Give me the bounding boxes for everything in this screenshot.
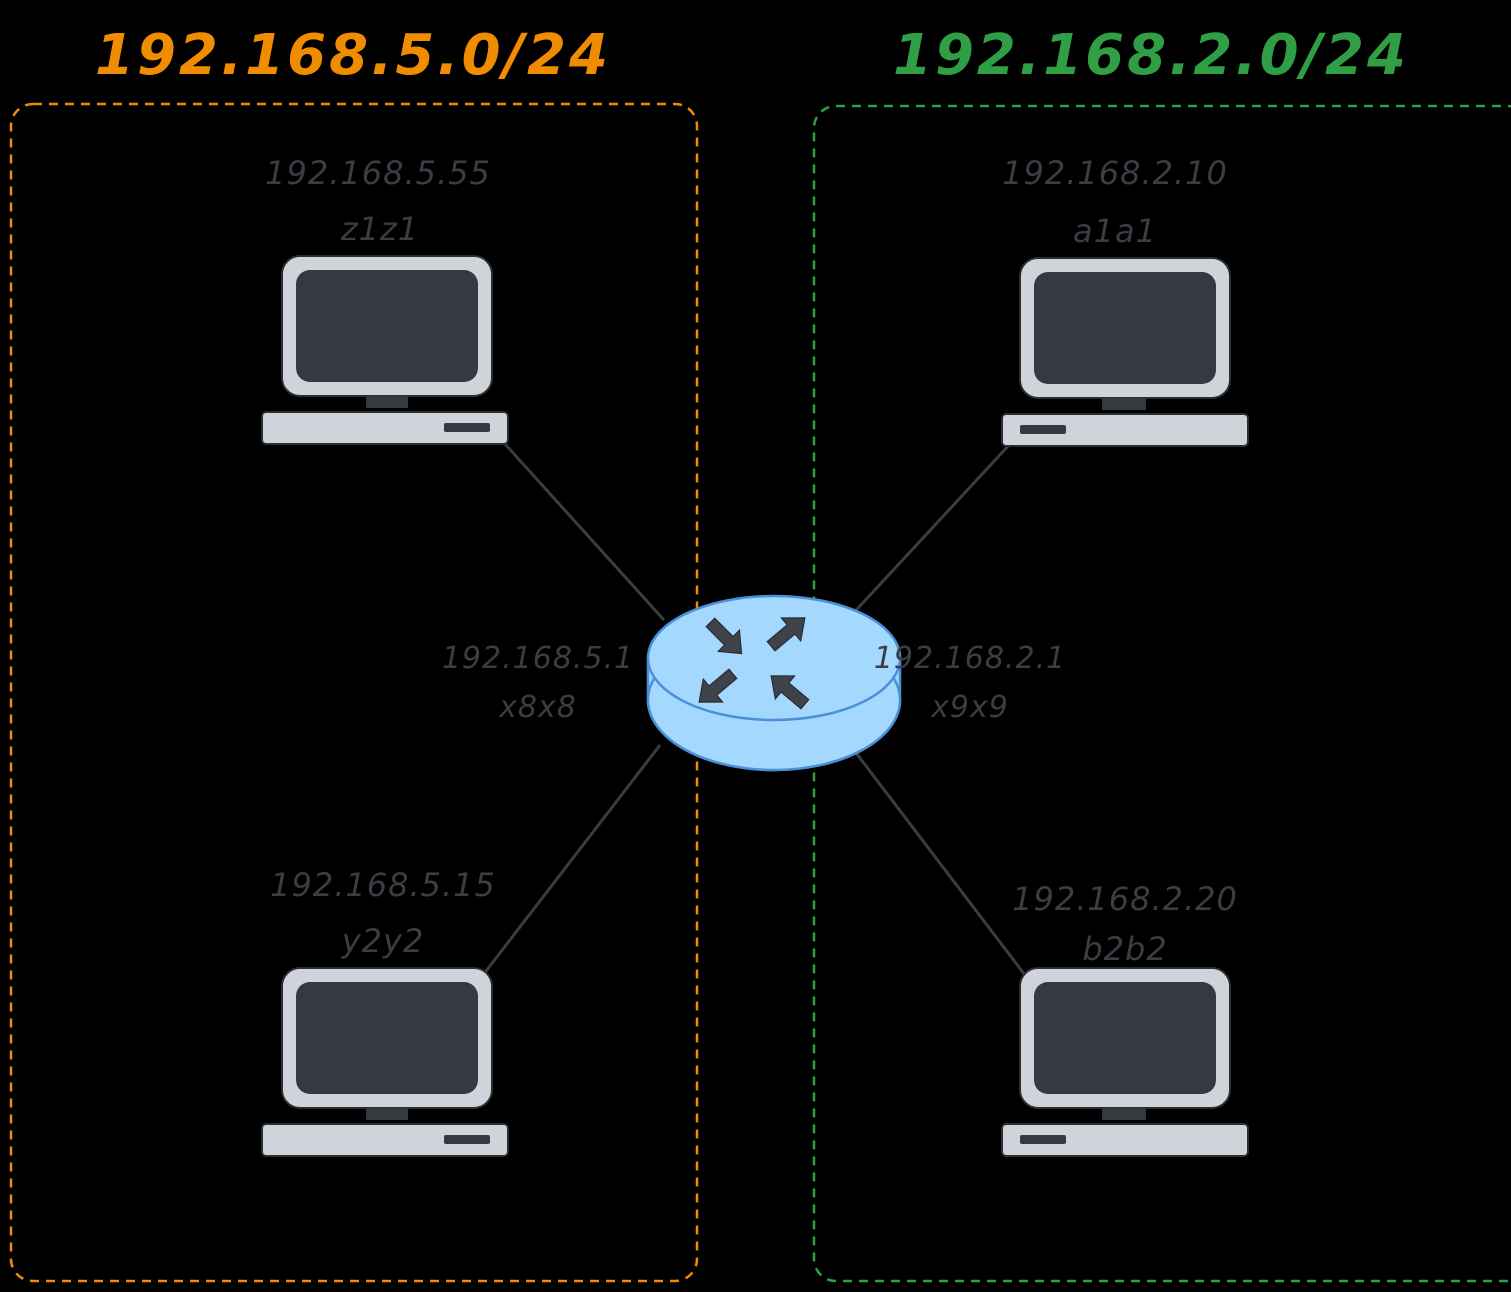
host-a1a1[interactable] [1001, 257, 1249, 447]
host-b2b2[interactable] [1001, 967, 1249, 1157]
subnet-right-title: 192.168.2.0/24 [893, 23, 1409, 88]
router-left-ip: 192.168.5.1 [442, 641, 634, 676]
computer-icon [1001, 967, 1249, 1157]
host-b2b2-ip: 192.168.2.20 [1012, 880, 1238, 918]
host-a1a1-ip: 192.168.2.10 [1002, 154, 1228, 192]
router-icon [646, 594, 902, 772]
host-z1z1-ip: 192.168.5.55 [265, 154, 491, 192]
subnet-left-title: 192.168.5.0/24 [95, 23, 611, 88]
host-z1z1[interactable] [261, 255, 509, 445]
router[interactable] [646, 594, 902, 772]
host-y2y2-name: y2y2 [341, 922, 425, 960]
router-right-iface: x9x9 [930, 690, 1009, 725]
host-b2b2-name: b2b2 [1082, 930, 1167, 968]
router-left-iface: x8x8 [498, 690, 577, 725]
host-y2y2-ip: 192.168.5.15 [270, 866, 496, 904]
link-y2y2-router [481, 744, 662, 976]
link-a1a1-router [845, 442, 1012, 622]
host-z1z1-name: z1z1 [340, 210, 419, 248]
computer-icon [1001, 257, 1249, 447]
host-a1a1-name: a1a1 [1073, 212, 1157, 250]
link-b2b2-router [848, 744, 1027, 976]
computer-icon [261, 967, 509, 1157]
router-right-ip: 192.168.2.1 [874, 641, 1066, 676]
computer-icon [261, 255, 509, 445]
host-y2y2[interactable] [261, 967, 509, 1157]
subnet-left-boundary [9, 102, 699, 1283]
link-z1z1-router [503, 442, 666, 622]
